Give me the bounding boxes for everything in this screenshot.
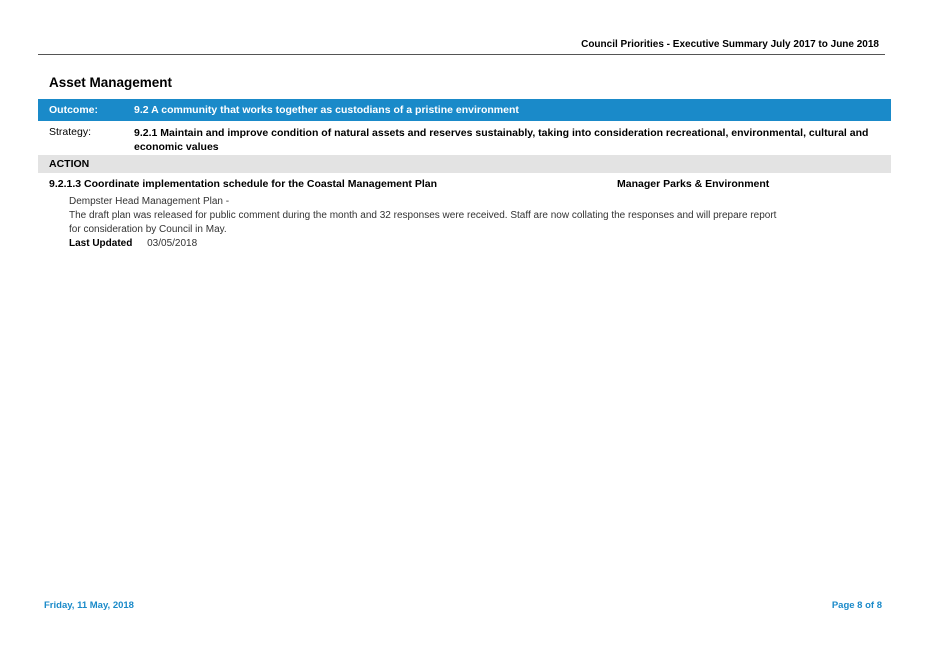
last-updated: Last Updated 03/05/2018 <box>69 238 197 249</box>
outcome-text: 9.2 A community that works together as c… <box>134 104 519 116</box>
section-title: Asset Management <box>49 75 173 90</box>
action-section-header: ACTION <box>38 155 891 173</box>
outcome-bar: Outcome: 9.2 A community that works toge… <box>38 99 891 121</box>
action-title: 9.2.1.3 Coordinate implementation schedu… <box>49 178 438 190</box>
comment-heading: Dempster Head Management Plan - <box>69 196 230 207</box>
strategy-text: 9.2.1 Maintain and improve condition of … <box>134 127 869 153</box>
action-label: ACTION <box>49 158 90 170</box>
action-owner: Manager Parks & Environment <box>617 178 770 190</box>
last-updated-value: 03/05/2018 <box>147 238 198 249</box>
last-updated-label: Last Updated <box>69 238 133 249</box>
report-header-title: Council Priorities - Executive Summary J… <box>581 39 879 50</box>
strategy-label: Strategy: <box>49 126 92 138</box>
comment-body: The draft plan was released for public c… <box>69 210 777 235</box>
footer-page-number: Page 8 of 8 <box>831 600 882 611</box>
action-comment: Dempster Head Management Plan - The draf… <box>69 195 789 237</box>
header-divider <box>38 54 885 55</box>
footer-date: Friday, 11 May, 2018 <box>44 600 134 611</box>
outcome-label: Outcome: <box>49 104 99 116</box>
